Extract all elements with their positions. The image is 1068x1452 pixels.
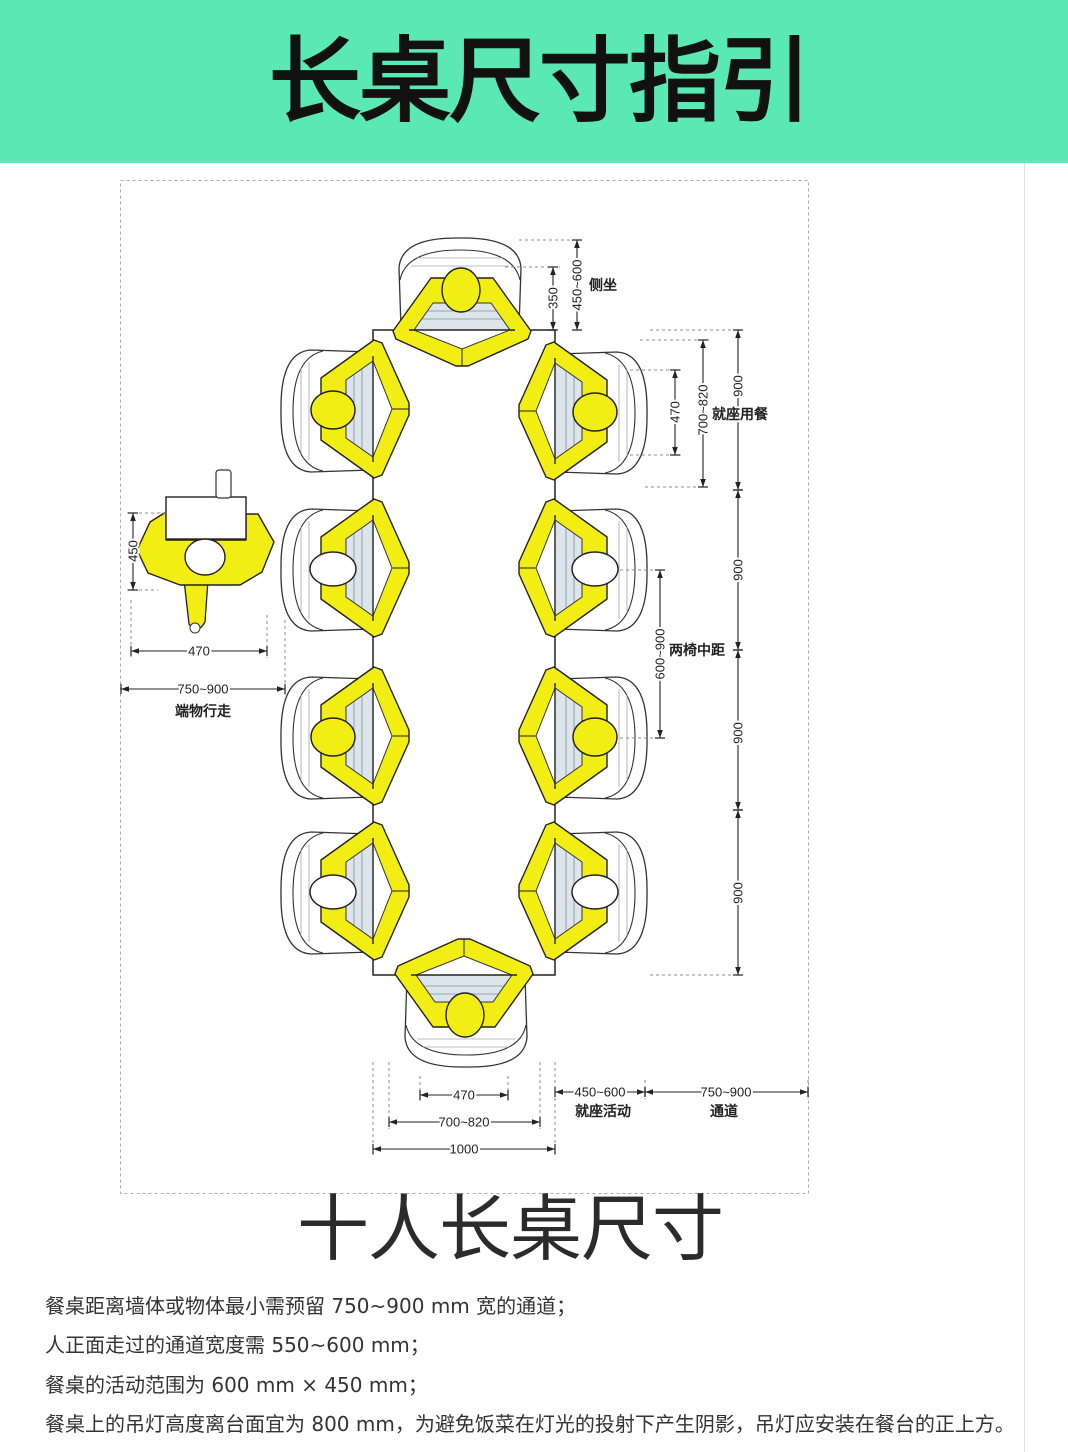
waiter-foot bbox=[189, 622, 201, 634]
dim-waiter-750-900: 750~900 bbox=[120, 620, 286, 699]
dim-top-450-600: 450~600 bbox=[519, 239, 587, 331]
waiter-leg bbox=[183, 579, 209, 631]
dim-waiter-470: 470 bbox=[130, 600, 268, 661]
dim-label: 470 bbox=[668, 401, 683, 423]
dim-chair-pitch: 600~900 bbox=[651, 569, 670, 739]
dim-waiter-450: 450 bbox=[124, 512, 168, 591]
dim-label: 450 bbox=[126, 540, 141, 562]
note-line: 餐桌的活动范围为 600 mm × 450 mm； bbox=[45, 1372, 428, 1397]
tray bbox=[165, 496, 247, 540]
dim-label: 900 bbox=[731, 882, 746, 904]
dim-label: 900 bbox=[731, 722, 746, 744]
dim-label: 750~900 bbox=[178, 682, 229, 697]
label-seated-dining: 就座用餐 bbox=[712, 406, 769, 423]
seat-right-2 bbox=[519, 499, 647, 637]
note-line: 餐桌距离墙体或物体最小需预留 750~900 mm 宽的通道； bbox=[45, 1294, 577, 1318]
dim-label: 750~900 bbox=[701, 1085, 752, 1100]
note-line: 人正面走过的通道宽度需 550~600 mm； bbox=[45, 1333, 430, 1358]
dim-label: 900 bbox=[731, 375, 746, 397]
notes-list: 餐桌距离墙体或物体最小需预留 750~900 mm 宽的通道； 人正面走过的通道… bbox=[45, 1287, 1035, 1444]
seat-right-4 bbox=[519, 822, 647, 960]
seat-right-3 bbox=[519, 667, 647, 805]
dim-label: 450~600 bbox=[570, 260, 585, 311]
seat-left-1 bbox=[281, 340, 409, 478]
label-side-seating: 侧坐 bbox=[589, 277, 617, 294]
dim-label: 1000 bbox=[450, 1142, 479, 1157]
dim-label: 600~900 bbox=[653, 629, 668, 680]
note-line: 餐桌上的吊灯高度离台面宜为 800 mm，为避免饭菜在灯光的投射下产生阴影，吊灯… bbox=[45, 1411, 1015, 1436]
label-aisle: 通道 bbox=[710, 1103, 738, 1120]
page-title: 长桌尺寸指引 bbox=[268, 28, 811, 135]
seat-left-2 bbox=[281, 499, 409, 637]
dim-label: 700~820 bbox=[696, 385, 711, 436]
label-chair-spacing: 两椅中距 bbox=[669, 642, 725, 659]
dim-label: 700~820 bbox=[439, 1115, 490, 1130]
dim-side-700-820: 700~820 bbox=[694, 339, 713, 488]
dim-bottom-450-600: 450~600 bbox=[554, 1083, 646, 1102]
seat-left-4 bbox=[281, 822, 409, 960]
dim-label: 450~600 bbox=[575, 1085, 626, 1100]
seat-bottom bbox=[395, 939, 533, 1067]
waiter-head bbox=[184, 538, 226, 576]
dim-label: 900 bbox=[731, 559, 746, 581]
dim-bottom-470: 470 bbox=[419, 1086, 509, 1105]
seat-right-1 bbox=[519, 342, 647, 480]
diagram-frame bbox=[120, 180, 809, 1194]
dim-bottom-750-900: 750~900 bbox=[644, 1083, 809, 1102]
dim-bottom-1000: 1000 bbox=[372, 1140, 556, 1159]
dim-bottom-700-820: 700~820 bbox=[388, 1113, 541, 1132]
page-edge-line bbox=[1024, 163, 1025, 1452]
dim-label: 350 bbox=[546, 287, 561, 309]
glass bbox=[215, 469, 232, 499]
label-seated-activity: 就座活动 bbox=[575, 1103, 631, 1120]
dimension-diagram: 350 450~600 侧坐 470 700~820 900 900 900 9… bbox=[120, 180, 809, 1194]
seat-left-3 bbox=[281, 667, 409, 805]
dim-side-470: 470 bbox=[666, 369, 685, 456]
dim-top-350: 350 bbox=[505, 266, 563, 331]
title-banner bbox=[0, 0, 1068, 163]
dim-chain-900: 900 900 900 900 bbox=[729, 329, 748, 976]
waiter-figure bbox=[136, 469, 275, 634]
dim-label: 470 bbox=[188, 644, 210, 659]
diagram-subtitle: 十人长桌尺寸 bbox=[296, 1187, 724, 1271]
seat-top bbox=[393, 238, 531, 366]
label-carrying-walk: 端物行走 bbox=[175, 703, 232, 720]
dim-label: 470 bbox=[453, 1088, 475, 1103]
